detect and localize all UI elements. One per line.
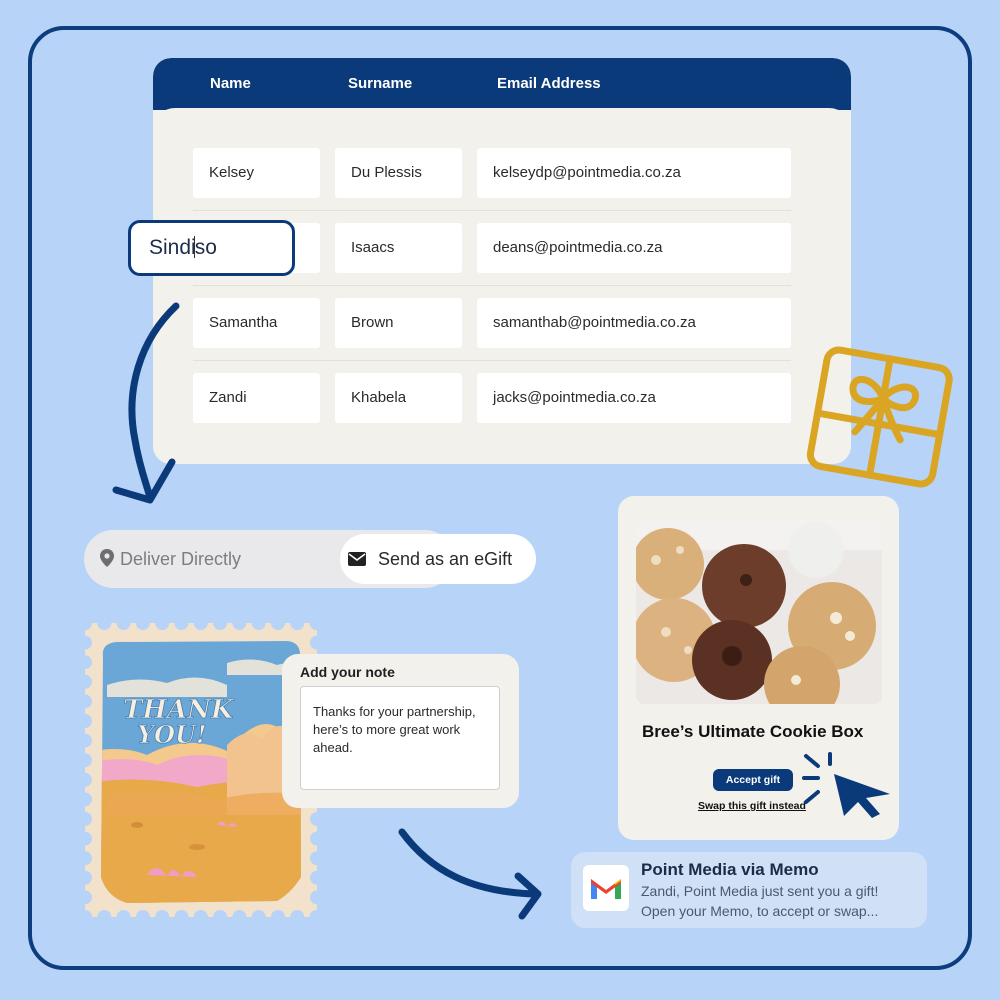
surname-field[interactable]: Du Plessis	[335, 148, 462, 198]
name-field[interactable]: Samantha	[193, 298, 320, 348]
location-pin-icon	[100, 549, 114, 568]
accept-gift-button[interactable]: Accept gift	[713, 769, 793, 791]
table-row: Zandi Khabela jacks@pointmedia.co.za	[193, 373, 791, 423]
stamp-text-line1: THANK	[123, 695, 235, 725]
input-text-before-caret: Sindi	[149, 236, 196, 259]
note-title: Add your note	[300, 664, 395, 680]
table-header: Name Surname Email Address	[153, 58, 851, 110]
send-egift-label: Send as an eGift	[378, 549, 513, 569]
note-textarea[interactable]: Thanks for your partnership, here’s to m…	[300, 686, 500, 790]
row-divider	[193, 210, 791, 211]
header-email: Email Address	[497, 75, 601, 92]
note-card: Add your note Thanks for your partnershi…	[282, 654, 519, 808]
surname-field[interactable]: Isaacs	[335, 223, 462, 273]
product-title: Bree’s Ultimate Cookie Box	[642, 722, 864, 741]
note-line: here’s to more great work	[313, 722, 461, 737]
deliver-directly-option[interactable]: Deliver Directly	[100, 530, 241, 588]
gift-product-card: Bree’s Ultimate Cookie Box Accept gift S…	[618, 496, 899, 840]
send-egift-option[interactable]: Send as an eGift	[340, 534, 536, 584]
input-text-after-caret: so	[194, 236, 217, 259]
gmail-icon	[583, 865, 629, 911]
envelope-icon	[348, 551, 366, 566]
gift-icon	[806, 346, 953, 488]
delivery-toggle: Deliver Directly Send as an eGift	[84, 530, 536, 588]
notification-sender: Point Media via Memo	[641, 860, 819, 879]
surname-field[interactable]: Brown	[335, 298, 462, 348]
surname-field[interactable]: Khabela	[335, 373, 462, 423]
table-row: Samantha Brown samanthab@pointmedia.co.z…	[193, 298, 791, 348]
row-divider	[193, 360, 791, 361]
deliver-directly-label: Deliver Directly	[120, 549, 242, 569]
row-divider	[193, 285, 791, 286]
email-field[interactable]: samanthab@pointmedia.co.za	[477, 298, 791, 348]
email-notification[interactable]: Point Media via Memo Zandi, Point Media …	[571, 852, 927, 928]
table-row: Kelsey Du Plessis kelseydp@pointmedia.co…	[193, 148, 791, 198]
contacts-table: Name Surname Email Address Kelsey Du Ple…	[153, 58, 851, 464]
header-name: Name	[210, 75, 251, 92]
cursor-click-icon	[802, 752, 890, 818]
text-caret	[193, 235, 195, 258]
outer-frame	[28, 26, 972, 970]
notification-line1: Zandi, Point Media just sent you a gift!	[641, 883, 879, 899]
header-surname: Surname	[348, 75, 413, 92]
email-field[interactable]: jacks@pointmedia.co.za	[477, 373, 791, 423]
email-field[interactable]: kelseydp@pointmedia.co.za	[477, 148, 791, 198]
notification-line2: Open your Memo, to accept or swap...	[641, 903, 879, 919]
cookie-box-image	[636, 520, 882, 704]
table-body: Kelsey Du Plessis kelseydp@pointmedia.co…	[153, 108, 851, 464]
note-line: ahead.	[313, 740, 353, 755]
email-field[interactable]: deans@pointmedia.co.za	[477, 223, 791, 273]
note-line: Thanks for your partnership,	[313, 704, 476, 719]
name-field[interactable]: Kelsey	[193, 148, 320, 198]
name-field[interactable]: Zandi	[193, 373, 320, 423]
name-input-active[interactable]: Sindiso	[128, 220, 295, 276]
swap-gift-link[interactable]: Swap this gift instead	[698, 800, 806, 812]
stamp-text-line2: YOU!	[137, 720, 207, 749]
